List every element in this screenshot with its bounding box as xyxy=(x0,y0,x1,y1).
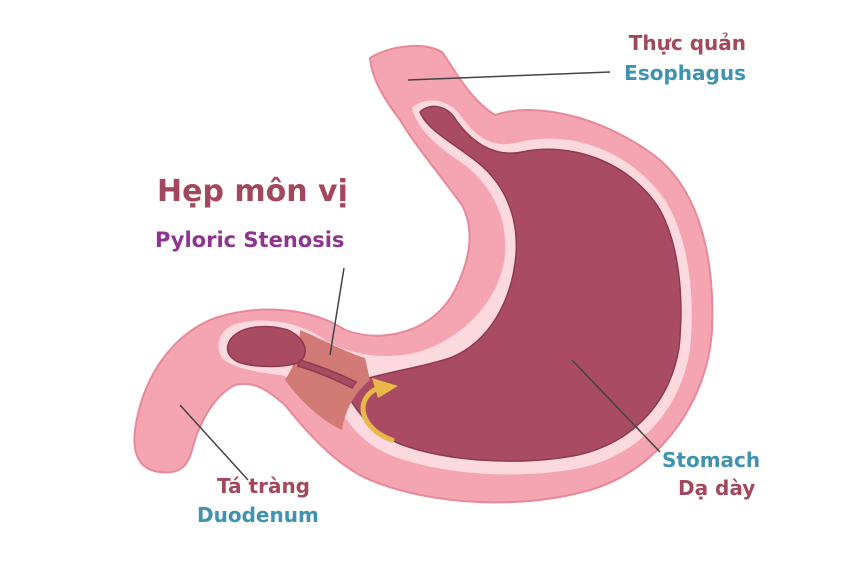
flow-arrow-head xyxy=(372,378,398,398)
label-duodenum-english: Duodenum xyxy=(197,503,319,527)
label-esophagus-english: Esophagus xyxy=(624,61,746,85)
leader-line-stomach xyxy=(571,359,661,453)
duodenum-lumen xyxy=(226,325,306,368)
stomach-lumen xyxy=(311,105,682,462)
label-stomach-vietnamese: Dạ dày xyxy=(678,476,756,500)
pyloric-channel xyxy=(297,359,358,389)
leader-line-pylorus xyxy=(329,267,345,356)
title-english: Pyloric Stenosis xyxy=(155,228,345,252)
flow-arrow xyxy=(360,385,395,443)
label-duodenum-vietnamese: Tá tràng xyxy=(217,474,310,498)
pylorus-thickened-muscle xyxy=(285,330,370,430)
label-stomach-english: Stomach xyxy=(662,448,761,472)
title-vietnamese: Hẹp môn vị xyxy=(157,174,348,209)
leader-line-esophagus xyxy=(407,71,611,81)
leader-line-duodenum xyxy=(179,404,249,481)
label-esophagus-vietnamese: Thực quản xyxy=(628,31,746,55)
